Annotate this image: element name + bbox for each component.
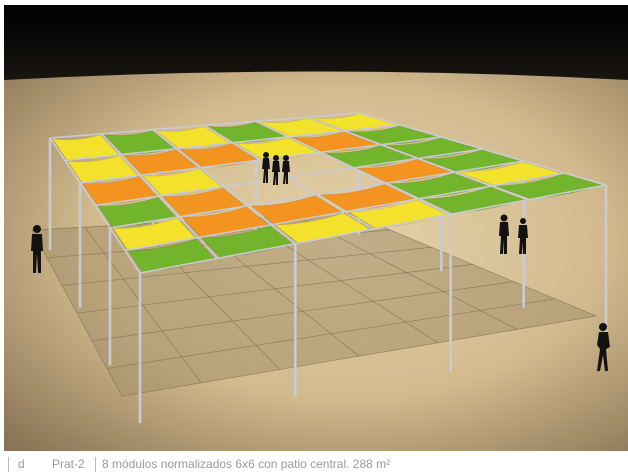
- roof-beam: [358, 112, 607, 186]
- shadow-line: [106, 298, 555, 369]
- figure-caption: d Prat-2 8 módulos normalizados 6x6 con …: [0, 451, 628, 476]
- person-under-right-2: [518, 218, 528, 254]
- caption-letter: d: [18, 457, 25, 471]
- caption-separator: [95, 457, 96, 472]
- roof-beam: [139, 184, 607, 274]
- shadow-line: [121, 315, 597, 397]
- caption-description: 8 módulos normalizados 6x6 con patio cen…: [102, 457, 391, 471]
- shadow-line: [348, 212, 597, 317]
- people-silhouettes: [31, 152, 610, 371]
- caption-separator: [8, 457, 9, 472]
- roof-beams: [49, 112, 607, 274]
- people-in-patio: [262, 152, 290, 185]
- person-right: [597, 323, 610, 371]
- render-scene: [4, 5, 628, 451]
- caption-code: Prat-2: [52, 457, 85, 471]
- person-left: [31, 225, 43, 273]
- roof-beam: [124, 172, 565, 252]
- person-under-right-1: [499, 214, 509, 254]
